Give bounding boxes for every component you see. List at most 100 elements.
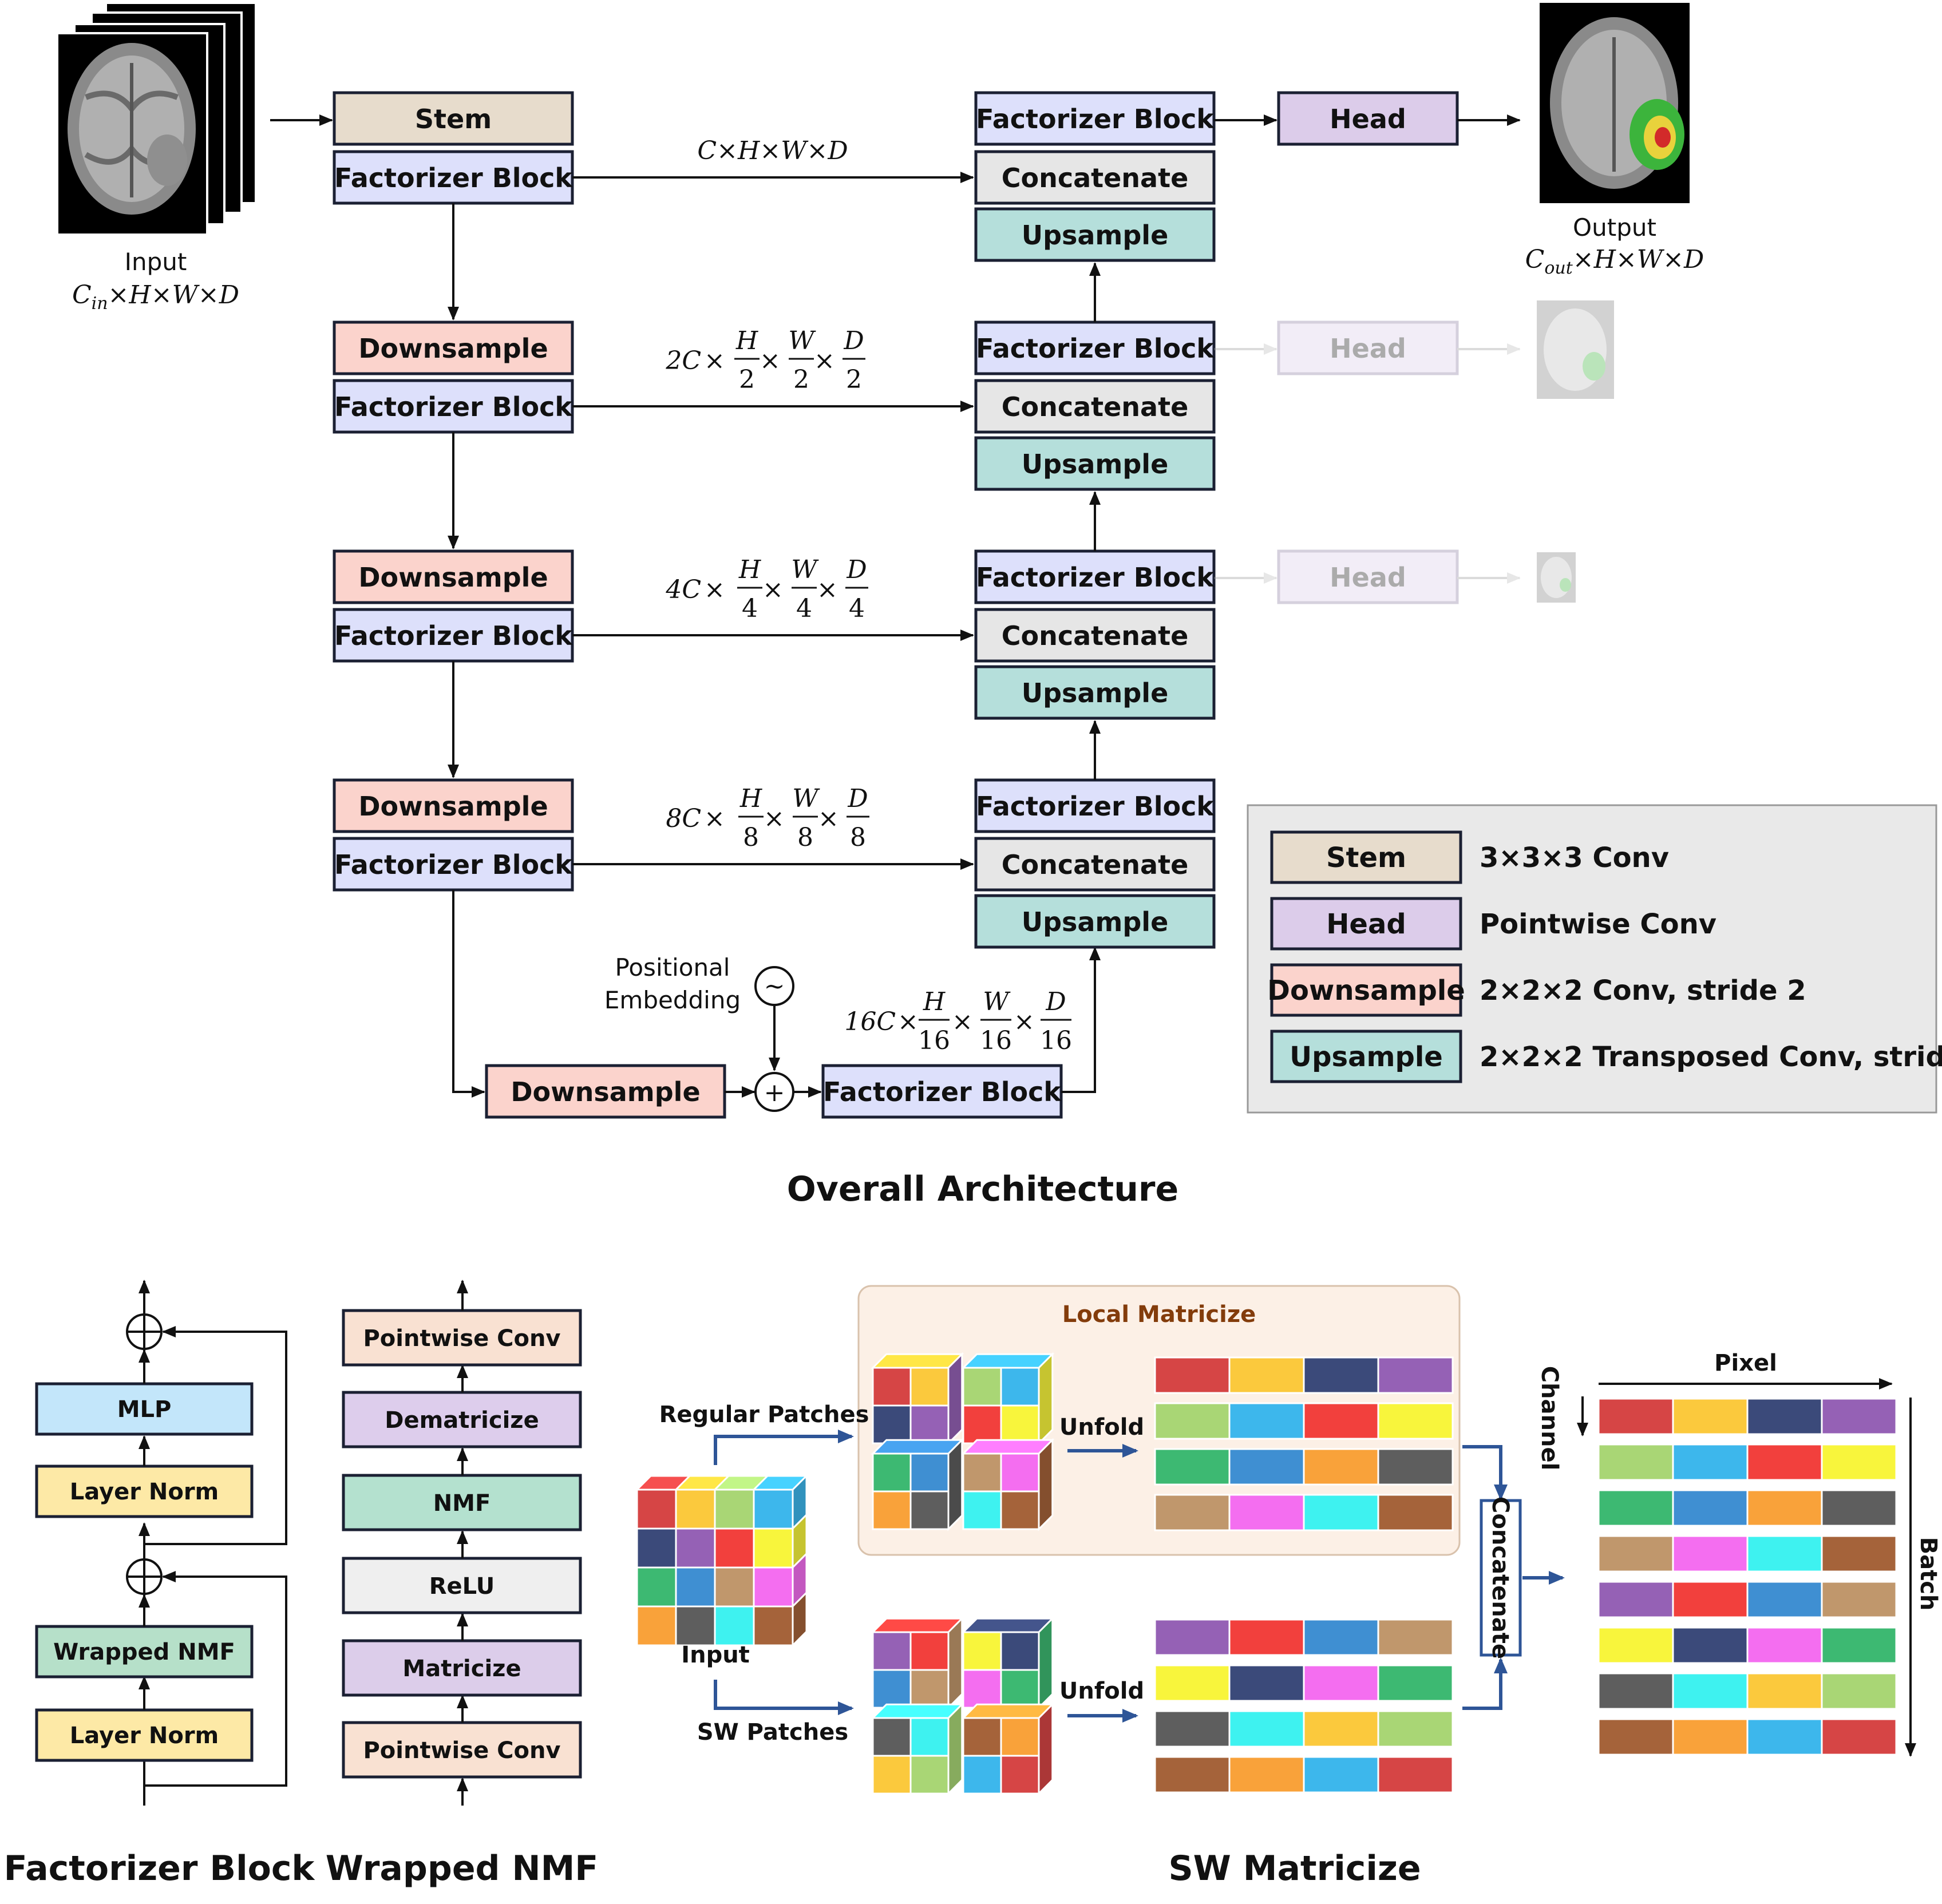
concatenate-box (1480, 1499, 1522, 1657)
matrix-cell (1154, 1618, 1231, 1656)
svg-text:2: 2 (793, 365, 809, 394)
sw-unfolded-matrix (1154, 1618, 1454, 1794)
svg-text:×: × (897, 1007, 919, 1036)
legend-upsample-swatch (1270, 1030, 1462, 1083)
patch-cube-face (1000, 1367, 1040, 1407)
matrix-cell (1303, 1756, 1379, 1794)
head-label: Head (1330, 104, 1406, 134)
patch-cube-side (947, 1352, 963, 1446)
encoder-factorizer-label-1: Factorizer Block (334, 163, 573, 193)
encoder-factorizer-label-3: Factorizer Block (334, 620, 573, 651)
matrix-cell (1377, 1618, 1454, 1656)
patch-cube-face (1000, 1631, 1040, 1671)
matrix-cell (1672, 1581, 1749, 1618)
matrix-cell (1821, 1626, 1897, 1664)
stem-label: Stem (415, 104, 492, 134)
patch-cube-side (1038, 1616, 1054, 1710)
patch-cube-face (1000, 1669, 1040, 1709)
residual-add-icon-1 (126, 1558, 163, 1595)
matrix-cell (1597, 1398, 1674, 1435)
encoder-factorizer-label-2: Factorizer Block (334, 391, 573, 422)
svg-text:W: W (792, 784, 820, 813)
matrix-cell (1821, 1398, 1897, 1435)
patch-cube-face (909, 1404, 950, 1444)
concatenate-label-2: Concatenate (1002, 391, 1189, 422)
nmf-layer-label-3: NMF (433, 1490, 491, 1517)
channel-label: Channel (1536, 1366, 1563, 1471)
patch-cube-face (962, 1490, 1002, 1530)
patch-cube-top (871, 1617, 964, 1633)
matrix-cell (1672, 1398, 1749, 1435)
svg-text:D: D (846, 555, 867, 584)
concatenate-label-1: Concatenate (1002, 163, 1189, 193)
patch-cube-face (872, 1631, 912, 1671)
patch-cube-face (962, 1367, 1002, 1407)
overall-architecture: Input Cin×H×W×D Stem Factorizer Block Do… (56, 2, 1942, 1209)
input-label: Input (125, 248, 187, 276)
matrix-cell (1746, 1489, 1823, 1527)
nmf-layer-label-2: Dematricize (385, 1407, 539, 1434)
svg-text:4: 4 (849, 594, 865, 623)
upsample-label-3: Upsample (1022, 678, 1169, 708)
input-cube-cell (753, 1566, 794, 1608)
sw-patches-label: SW Patches (697, 1719, 848, 1745)
nmf-block (342, 1474, 582, 1531)
input-cube-cell (636, 1566, 677, 1608)
head-block (1277, 91, 1459, 146)
output-matrix (1597, 1398, 1897, 1756)
patch-cube-top (961, 1703, 1055, 1719)
overall-architecture-title: Overall Architecture (787, 1169, 1178, 1209)
positional-embedding-label-1: Positional (615, 953, 730, 981)
input-dims: Cin×H×W×D (72, 280, 239, 314)
legend: Stem 3×3×3 Conv Head Pointwise Conv Down… (1247, 804, 1942, 1114)
downsample-label-3: Downsample (358, 791, 548, 822)
matrix-cell (1821, 1672, 1897, 1710)
matrix-cell (1746, 1398, 1823, 1435)
matrix-cell (1228, 1402, 1305, 1440)
svg-text:W: W (791, 555, 819, 584)
upsample-label-2: Upsample (1022, 449, 1169, 480)
input-cube-cell (675, 1605, 716, 1646)
concatenate-label-3: Concatenate (1002, 620, 1189, 651)
matrix-cell (1821, 1581, 1897, 1618)
wrapped-nmf-block (35, 1625, 254, 1679)
legend-head-name: Head (1326, 908, 1406, 940)
matrix-cell (1228, 1664, 1305, 1702)
output-dims: Cout×H×W×D (1525, 245, 1704, 278)
patch-cube-top (961, 1439, 1055, 1455)
skip-dims-3: 4C × H 4 × W 4 × D 4 (665, 555, 868, 623)
svg-text:H: H (923, 987, 946, 1016)
pixel-label: Pixel (1714, 1350, 1777, 1376)
svg-text:W: W (788, 326, 816, 355)
decoder-factorizer-block-3 (974, 549, 1216, 604)
legend-stem-name: Stem (1326, 842, 1406, 874)
patch-cube-top (961, 1353, 1055, 1369)
upsample-block-4 (974, 894, 1216, 949)
matrix-cell (1821, 1718, 1897, 1756)
input-cube-cell (714, 1527, 755, 1569)
concatenate-label-4: Concatenate (1002, 849, 1189, 880)
patch-cube-side (1038, 1438, 1054, 1531)
patch-cube-top (961, 1617, 1055, 1633)
matrix-cell (1303, 1710, 1379, 1748)
svg-text:D: D (843, 326, 864, 355)
concatenate-block-1 (974, 150, 1216, 205)
mlp-label: MLP (117, 1396, 172, 1423)
svg-text:8C: 8C (666, 804, 701, 833)
matrix-cell (1154, 1664, 1231, 1702)
patch-cube-side (1038, 1352, 1054, 1446)
encoder-factorizer-block-3 (333, 608, 574, 663)
patch-cube-top (871, 1439, 964, 1455)
mlp-block (35, 1382, 254, 1436)
svg-text:×: × (762, 575, 784, 604)
matrix-cell (1597, 1581, 1674, 1618)
input-cube-cell (675, 1489, 716, 1530)
matricize-block (342, 1639, 582, 1697)
decoder-factorizer-label-1: Factorizer Block (976, 104, 1215, 134)
matrix-cell (1154, 1356, 1231, 1394)
svg-text:×: × (1014, 1007, 1035, 1036)
matrix-cell (1228, 1494, 1305, 1531)
matrix-cell (1672, 1443, 1749, 1481)
downsample-label-2: Downsample (358, 562, 548, 593)
svg-text:×: × (814, 346, 835, 375)
